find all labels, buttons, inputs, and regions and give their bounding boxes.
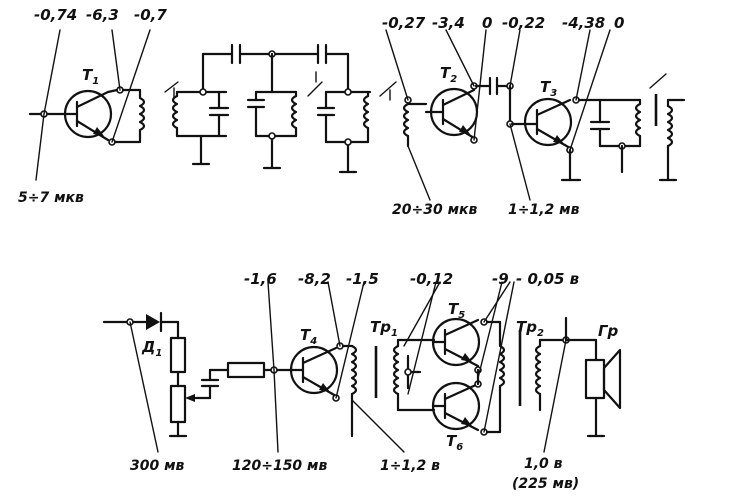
- af-stage: Д1 300 мв -1,6 -8,2 -1,5 T4 120÷150 мв 1…: [102, 270, 622, 492]
- transformer-tr1: [392, 281, 441, 412]
- bandpass-filter: [171, 43, 397, 174]
- input-level-label: 5÷7 мкв: [18, 190, 84, 206]
- t1-collector-voltage: -6,3: [86, 6, 119, 24]
- transistor-t5: [431, 317, 488, 374]
- t5-label: T5: [448, 300, 465, 321]
- t1-label: T1: [82, 66, 99, 87]
- transistor-t1: [60, 29, 151, 146]
- t1-base-voltage: -0,74: [34, 6, 77, 24]
- diode-label: Д1: [141, 338, 162, 359]
- out-level-label: 1÷1,2 мв: [508, 202, 580, 218]
- t3-base-voltage: -0,22: [502, 14, 545, 32]
- t3-emitter-voltage: 0: [614, 14, 624, 32]
- transistor-t6: [431, 281, 515, 436]
- rf-stage: -0,74 -6,3 -0,7 T1 5÷7 мкв -0,27 -3,4 0 …: [18, 6, 686, 218]
- t2-collector-voltage: -3,4: [432, 14, 465, 32]
- t4-emitter-voltage: -1,5: [346, 270, 379, 288]
- loudspeaker-icon: [584, 348, 622, 410]
- t4-input-level-label: 120÷150 мв: [232, 458, 327, 474]
- push-pull-base-voltage: -0,12: [410, 270, 453, 288]
- t1-emitter-voltage: -0,7: [134, 6, 167, 24]
- push-pull-collector-voltage: -9: [492, 270, 509, 288]
- t2-label: T2: [440, 64, 457, 85]
- coupling-coil-1: [113, 81, 179, 144]
- transformer-tr2: [485, 316, 606, 453]
- t3-collector-voltage: -4,38: [562, 14, 605, 32]
- t4-label: T4: [300, 326, 317, 347]
- t4-base-voltage: -1,6: [244, 270, 277, 288]
- t3-label: T3: [540, 78, 557, 99]
- input-lead: [28, 29, 64, 181]
- push-pull-emitter-voltage: - 0,05 в: [516, 270, 579, 288]
- t4-collector-voltage: -8,2: [298, 270, 331, 288]
- detector-level-label: 300 мв: [130, 458, 185, 474]
- detector-diode: [102, 281, 292, 453]
- t6-label: T6: [446, 432, 463, 453]
- output-power-label: (225 мв): [512, 476, 579, 492]
- t2-base-voltage: -0,27: [382, 14, 426, 32]
- coupling-coil-2: [385, 29, 431, 201]
- t2-emitter-voltage: 0: [482, 14, 492, 32]
- transistor-t3: [506, 29, 686, 201]
- transistor-t2: [424, 29, 521, 144]
- tr2-label: Тр2: [516, 318, 544, 339]
- transistor-t4: [288, 281, 405, 453]
- mid-level-label: 20÷30 мкв: [392, 202, 478, 218]
- t4-output-level-label: 1÷1,2 в: [380, 458, 440, 474]
- tr1-label: Тр1: [370, 318, 398, 339]
- output-voltage-label: 1,0 в: [524, 456, 563, 472]
- speaker-label: Гр: [598, 322, 619, 340]
